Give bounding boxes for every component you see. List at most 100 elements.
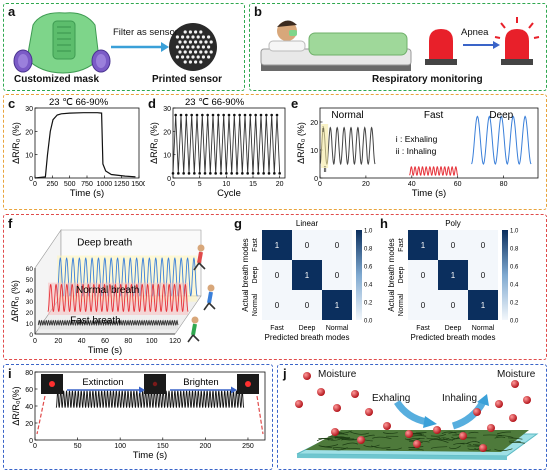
data-point [182,172,185,175]
sensor-dot [188,30,192,34]
x-tick-label: 1500 [131,181,145,188]
sensor-dot [183,40,187,44]
fiber [509,442,525,444]
heatmap-cell [262,260,292,290]
x-tick-label: 250 [242,443,254,450]
runner-leg [193,262,200,271]
sensor-dot [207,35,211,39]
panel-a-caption-mask: Customized mask [14,74,100,85]
siren-off-icon [425,29,457,65]
data-point [171,172,175,175]
data-point [206,113,209,117]
legend-exhaling: i : Exhaling [396,134,438,144]
mask-vent-slots [57,26,71,52]
colorbar-tick-label: 0.6 [510,265,519,271]
data-point [201,113,204,117]
series-line [172,114,281,174]
colorbar [502,230,508,320]
lamp-light [49,381,55,387]
moisture-droplet [523,396,531,404]
sensor-dot [196,35,200,39]
heatmap-cell-label: 1 [421,241,426,250]
y-tick-label: 0 [314,176,318,183]
heatmap-cell [438,230,468,260]
heatmap-cell-label: 0 [305,241,310,250]
label-fast-breath: Fast breath [70,315,121,326]
y-tick-label: 60 [26,266,34,273]
sensor-dot [201,55,205,59]
fiber [508,440,521,443]
plot-frame [319,107,539,179]
y-tick-label: 30 [25,106,33,113]
colorbar-tick-label: 0.4 [510,283,519,289]
data-point [225,172,228,175]
y-tick-label: 0 [29,332,33,339]
colorbar-tick-label: 0.2 [364,301,373,307]
panel-a-label: a [8,4,16,19]
heatmap-cell [438,290,468,320]
moisture-droplet [433,426,441,434]
x-tick-label: 250 [46,181,58,188]
x-tick-label: 5 [198,181,202,188]
series-line-fast [409,166,458,176]
plot-frame [34,107,140,179]
runner-icon [193,244,206,271]
sensor-dot [191,45,195,49]
x-tick-label: 20 [54,338,62,345]
moisture-droplet [413,440,421,448]
y-tick-label: 40 [26,288,34,295]
panel-e-label: e [291,96,299,111]
panel-i-frame [3,364,273,470]
panel-a-frame [3,3,245,91]
x-tick-label: 0 [33,338,37,345]
moisture-droplet [479,444,487,452]
fiber [362,434,375,438]
heatmap-cell [408,290,438,320]
sensor-dot [201,45,205,49]
data-point [222,113,225,117]
panel-a-caption-sensor: Printed sensor [152,74,223,85]
sensor-dot [188,50,192,54]
heatmap-cell [292,230,322,260]
sensor-dot [191,55,195,59]
colorbar [356,230,362,320]
moisture-droplet [331,428,339,436]
data-point [185,113,188,117]
fiber [328,436,344,439]
data-point [187,172,191,175]
data-point [198,172,201,175]
fiber [428,438,449,443]
panel-i-label: i [8,366,12,381]
x-category-label: Fast [270,325,284,332]
sensor-dot [209,50,213,54]
panel-b-arrow-text: Apnea [461,27,489,38]
runner-leg [187,334,194,343]
sensor-dot [207,55,211,59]
data-point [209,172,212,175]
x-axis-label: Cycle [217,188,241,199]
panel-g-label: g [234,216,242,231]
data-point [230,172,233,175]
x-tick-label: 750 [81,181,93,188]
fiber [408,448,424,451]
colorbar-tick-label: 0.0 [510,319,519,325]
data-point [246,172,249,175]
x-category-label: Normal [472,325,495,332]
x-tick-label: 40 [408,181,416,188]
panel-h-label: h [380,216,388,231]
x-axis-label: Time (s) [70,188,104,199]
heatmap-cell-label: 0 [335,241,340,250]
panel-j-illustration [295,372,539,460]
fiber [483,434,503,436]
heatmap-cell-label: 0 [275,301,280,310]
marker-ii: ii [323,167,327,174]
moisture-droplet [487,424,495,432]
y-tick-label: 10 [163,153,171,160]
fiber [316,437,334,442]
y-axis-label: ΔR/R₀ (%) [10,280,20,322]
sensor-dot [186,35,190,39]
data-point [233,113,236,117]
